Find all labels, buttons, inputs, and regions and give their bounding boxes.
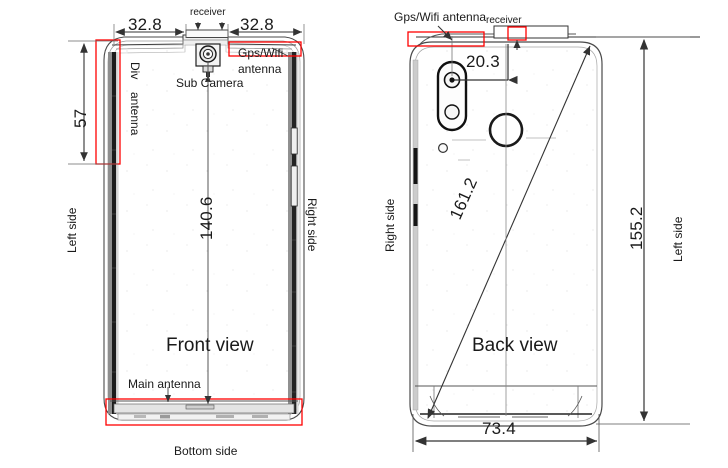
front-dim-57-label: 57 — [71, 108, 90, 128]
back-receiver-slot — [493, 25, 569, 39]
dim-155-2 — [596, 36, 690, 425]
front-gps-wifi-antenna-label-line2: antenna — [238, 62, 282, 76]
rear-camera-lens-2 — [444, 104, 460, 120]
back-left-rail — [412, 59, 419, 411]
back-gps-wifi-antenna-label: Gps/Wifi antenna — [394, 10, 487, 24]
dim-73-4 — [412, 414, 600, 452]
div-antenna-label-line2: antenna — [128, 92, 142, 136]
front-left-edge-rail — [108, 52, 119, 414]
front-bottom-edge-assembly — [110, 400, 298, 421]
main-antenna-label: Main antenna — [128, 377, 201, 391]
back-left-side-label: Left side — [671, 216, 685, 262]
front-gps-wifi-antenna-label-line1: Gps/Wifi — [238, 46, 284, 60]
front-view-title: Front view — [166, 335, 254, 356]
front-dim-32-8-left-label: 32.8 — [128, 15, 162, 34]
power-button — [413, 204, 418, 226]
front-gps-wifi-antenna-highlight — [228, 41, 302, 57]
front-gps-leader — [271, 47, 289, 57]
sub-camera-label: Sub Camera — [176, 76, 244, 90]
front-receiver-label: receiver — [190, 7, 226, 18]
back-gps-leader — [437, 25, 453, 41]
front-right-side-label: Right side — [305, 198, 319, 252]
dim-161-2 — [427, 45, 591, 420]
div-antenna-label-line1: Div — [128, 62, 142, 80]
receiver-slot — [185, 29, 229, 38]
front-dim-140-6-label: 140.6 — [197, 196, 216, 240]
back-view-title: Back view — [472, 335, 558, 356]
rear-flash — [438, 143, 449, 154]
volume-button — [413, 148, 418, 184]
bottom-side-label: Bottom side — [174, 444, 238, 458]
front-view-group — [68, 22, 305, 426]
front-right-edge-rail — [288, 52, 299, 414]
back-right-side-label: Right side — [383, 198, 397, 252]
back-dim-155-2-label: 155.2 — [627, 206, 646, 250]
back-view-group — [407, 25, 700, 452]
back-dim-20-3-label: 20.3 — [466, 52, 500, 71]
front-dim-32-8-right-label: 32.8 — [240, 15, 274, 34]
main-antenna-highlight — [105, 398, 303, 426]
dim-32-8-right — [227, 24, 305, 44]
back-dim-73-4-label: 73.4 — [482, 419, 516, 438]
back-receiver-label: receiver — [486, 15, 522, 26]
dim-57 — [68, 40, 118, 165]
front-left-side-label: Left side — [65, 207, 79, 253]
